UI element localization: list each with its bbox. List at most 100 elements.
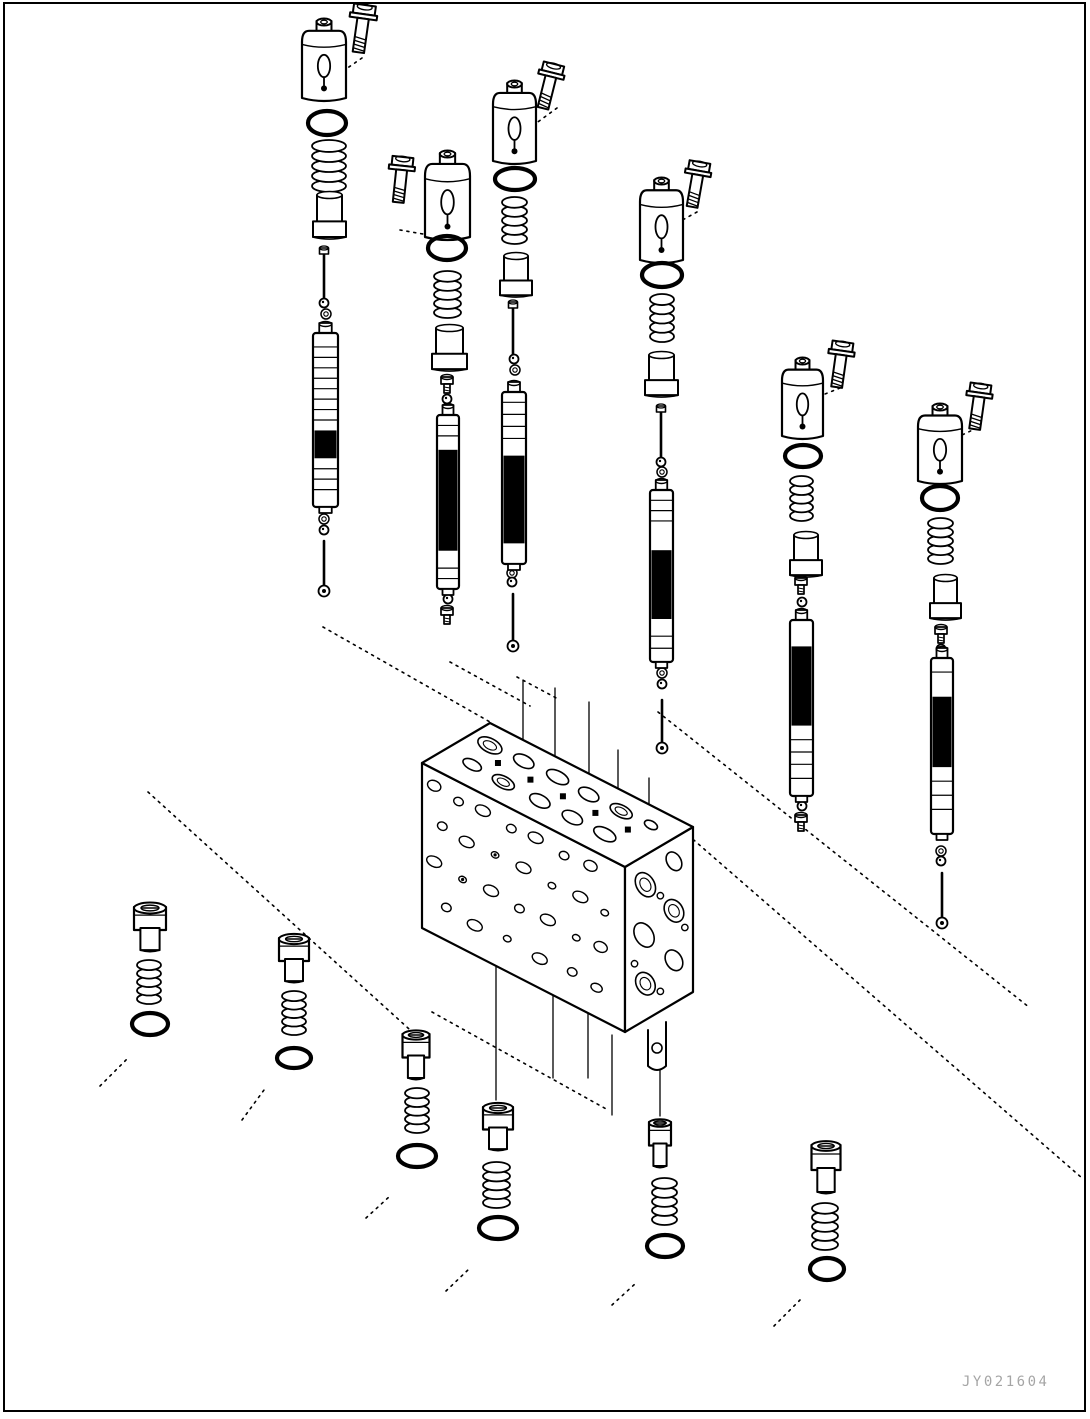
part-spring — [281, 990, 307, 1036]
watermark: JY021604 — [962, 1374, 1049, 1390]
part-washer — [656, 667, 668, 679]
part-oring — [807, 1255, 847, 1283]
part-plug — [789, 530, 823, 578]
axis-dotted-line — [809, 387, 841, 401]
part-bolt — [348, 2, 379, 55]
axis-dotted-line — [611, 1282, 637, 1306]
part-washer — [509, 364, 521, 376]
part-spring — [811, 1202, 839, 1251]
part-plug — [431, 323, 468, 372]
part-spring — [651, 1177, 678, 1226]
part-part8 — [440, 373, 454, 394]
part-spring — [789, 475, 814, 522]
axis-dotted-line — [449, 661, 531, 707]
part-part8 — [794, 811, 808, 832]
axis-dotted-line — [147, 791, 431, 1049]
part-bolt11 — [277, 932, 311, 984]
part-plug — [644, 350, 679, 398]
axis-dotted-line — [431, 1011, 609, 1111]
part-part8 — [794, 574, 808, 595]
axis-dotted-line — [399, 229, 441, 238]
axis-dotted-line — [773, 1299, 801, 1327]
part-pin — [506, 592, 520, 653]
axis-dotted-line — [99, 1057, 129, 1087]
part-spring — [433, 270, 462, 319]
part-cap — [491, 79, 538, 166]
axis-dotted-line — [241, 1089, 265, 1121]
part-bolt — [536, 60, 566, 111]
axis-dotted-line — [365, 1195, 391, 1219]
part-part8 — [934, 623, 948, 644]
part-oring — [425, 233, 469, 263]
part-washer — [935, 845, 947, 857]
part-plug — [312, 190, 347, 240]
part-plug — [929, 573, 962, 621]
part-oring — [129, 1010, 171, 1038]
part-spool — [500, 379, 528, 571]
part-oring — [395, 1142, 439, 1170]
axis-dotted-line — [329, 57, 363, 81]
axis-dotted-line — [322, 626, 491, 723]
part-ball — [508, 353, 520, 365]
part-pin — [318, 245, 330, 304]
part-body — [420, 721, 695, 1071]
part-bolt — [827, 339, 856, 389]
part-ball — [441, 393, 453, 405]
part-pin — [655, 403, 667, 463]
part-oring — [782, 442, 824, 470]
part-ball — [796, 596, 808, 608]
part-oring — [305, 108, 349, 138]
part-plug — [499, 251, 533, 298]
part-bolt — [387, 154, 417, 204]
part-oring — [476, 1214, 520, 1242]
axis-dotted-line — [687, 834, 1083, 1179]
axis-dotted-line — [519, 107, 558, 136]
part-part8 — [440, 604, 454, 625]
part-washer — [320, 308, 332, 320]
part-pin — [935, 871, 949, 930]
part-spring — [136, 959, 162, 1005]
axis-dotted-line — [657, 711, 1031, 1009]
axis-dotted-line — [516, 676, 561, 701]
part-spring — [927, 517, 954, 565]
part-bolt11 — [401, 1029, 431, 1081]
part-cap — [916, 402, 964, 486]
part-pin — [507, 299, 519, 358]
part-ball — [656, 678, 668, 690]
part-cap — [780, 356, 825, 441]
part-ball — [318, 524, 330, 536]
part-ball — [935, 855, 947, 867]
part-cap — [638, 176, 685, 265]
part-spool — [435, 402, 461, 596]
part-bolt — [683, 159, 713, 209]
part-ball — [506, 576, 518, 588]
part-oring — [919, 483, 961, 513]
part-spool — [311, 320, 340, 514]
part-spring — [501, 196, 528, 245]
part-cap — [423, 149, 472, 242]
part-ball — [655, 456, 667, 468]
part-oring — [644, 1232, 686, 1260]
part-washer — [318, 513, 330, 525]
drawing-border — [3, 2, 1086, 1412]
part-washer — [656, 466, 668, 478]
part-bolt11 — [132, 901, 168, 953]
part-oring — [492, 165, 538, 193]
part-spool — [929, 645, 955, 841]
part-drawings — [129, 2, 994, 1283]
part-spring — [404, 1087, 430, 1134]
part-cap — [300, 17, 348, 103]
part-spool — [648, 477, 675, 669]
part-ball — [318, 297, 330, 309]
part-bolt11 — [481, 1101, 515, 1152]
part-spring — [482, 1161, 511, 1209]
part-bolt11 — [647, 1118, 673, 1169]
part-spring — [649, 293, 675, 343]
part-spool — [788, 607, 815, 803]
part-spring — [311, 139, 347, 193]
part-pin — [655, 698, 669, 755]
part-oring — [639, 260, 685, 290]
part-bolt11 — [810, 1140, 842, 1195]
